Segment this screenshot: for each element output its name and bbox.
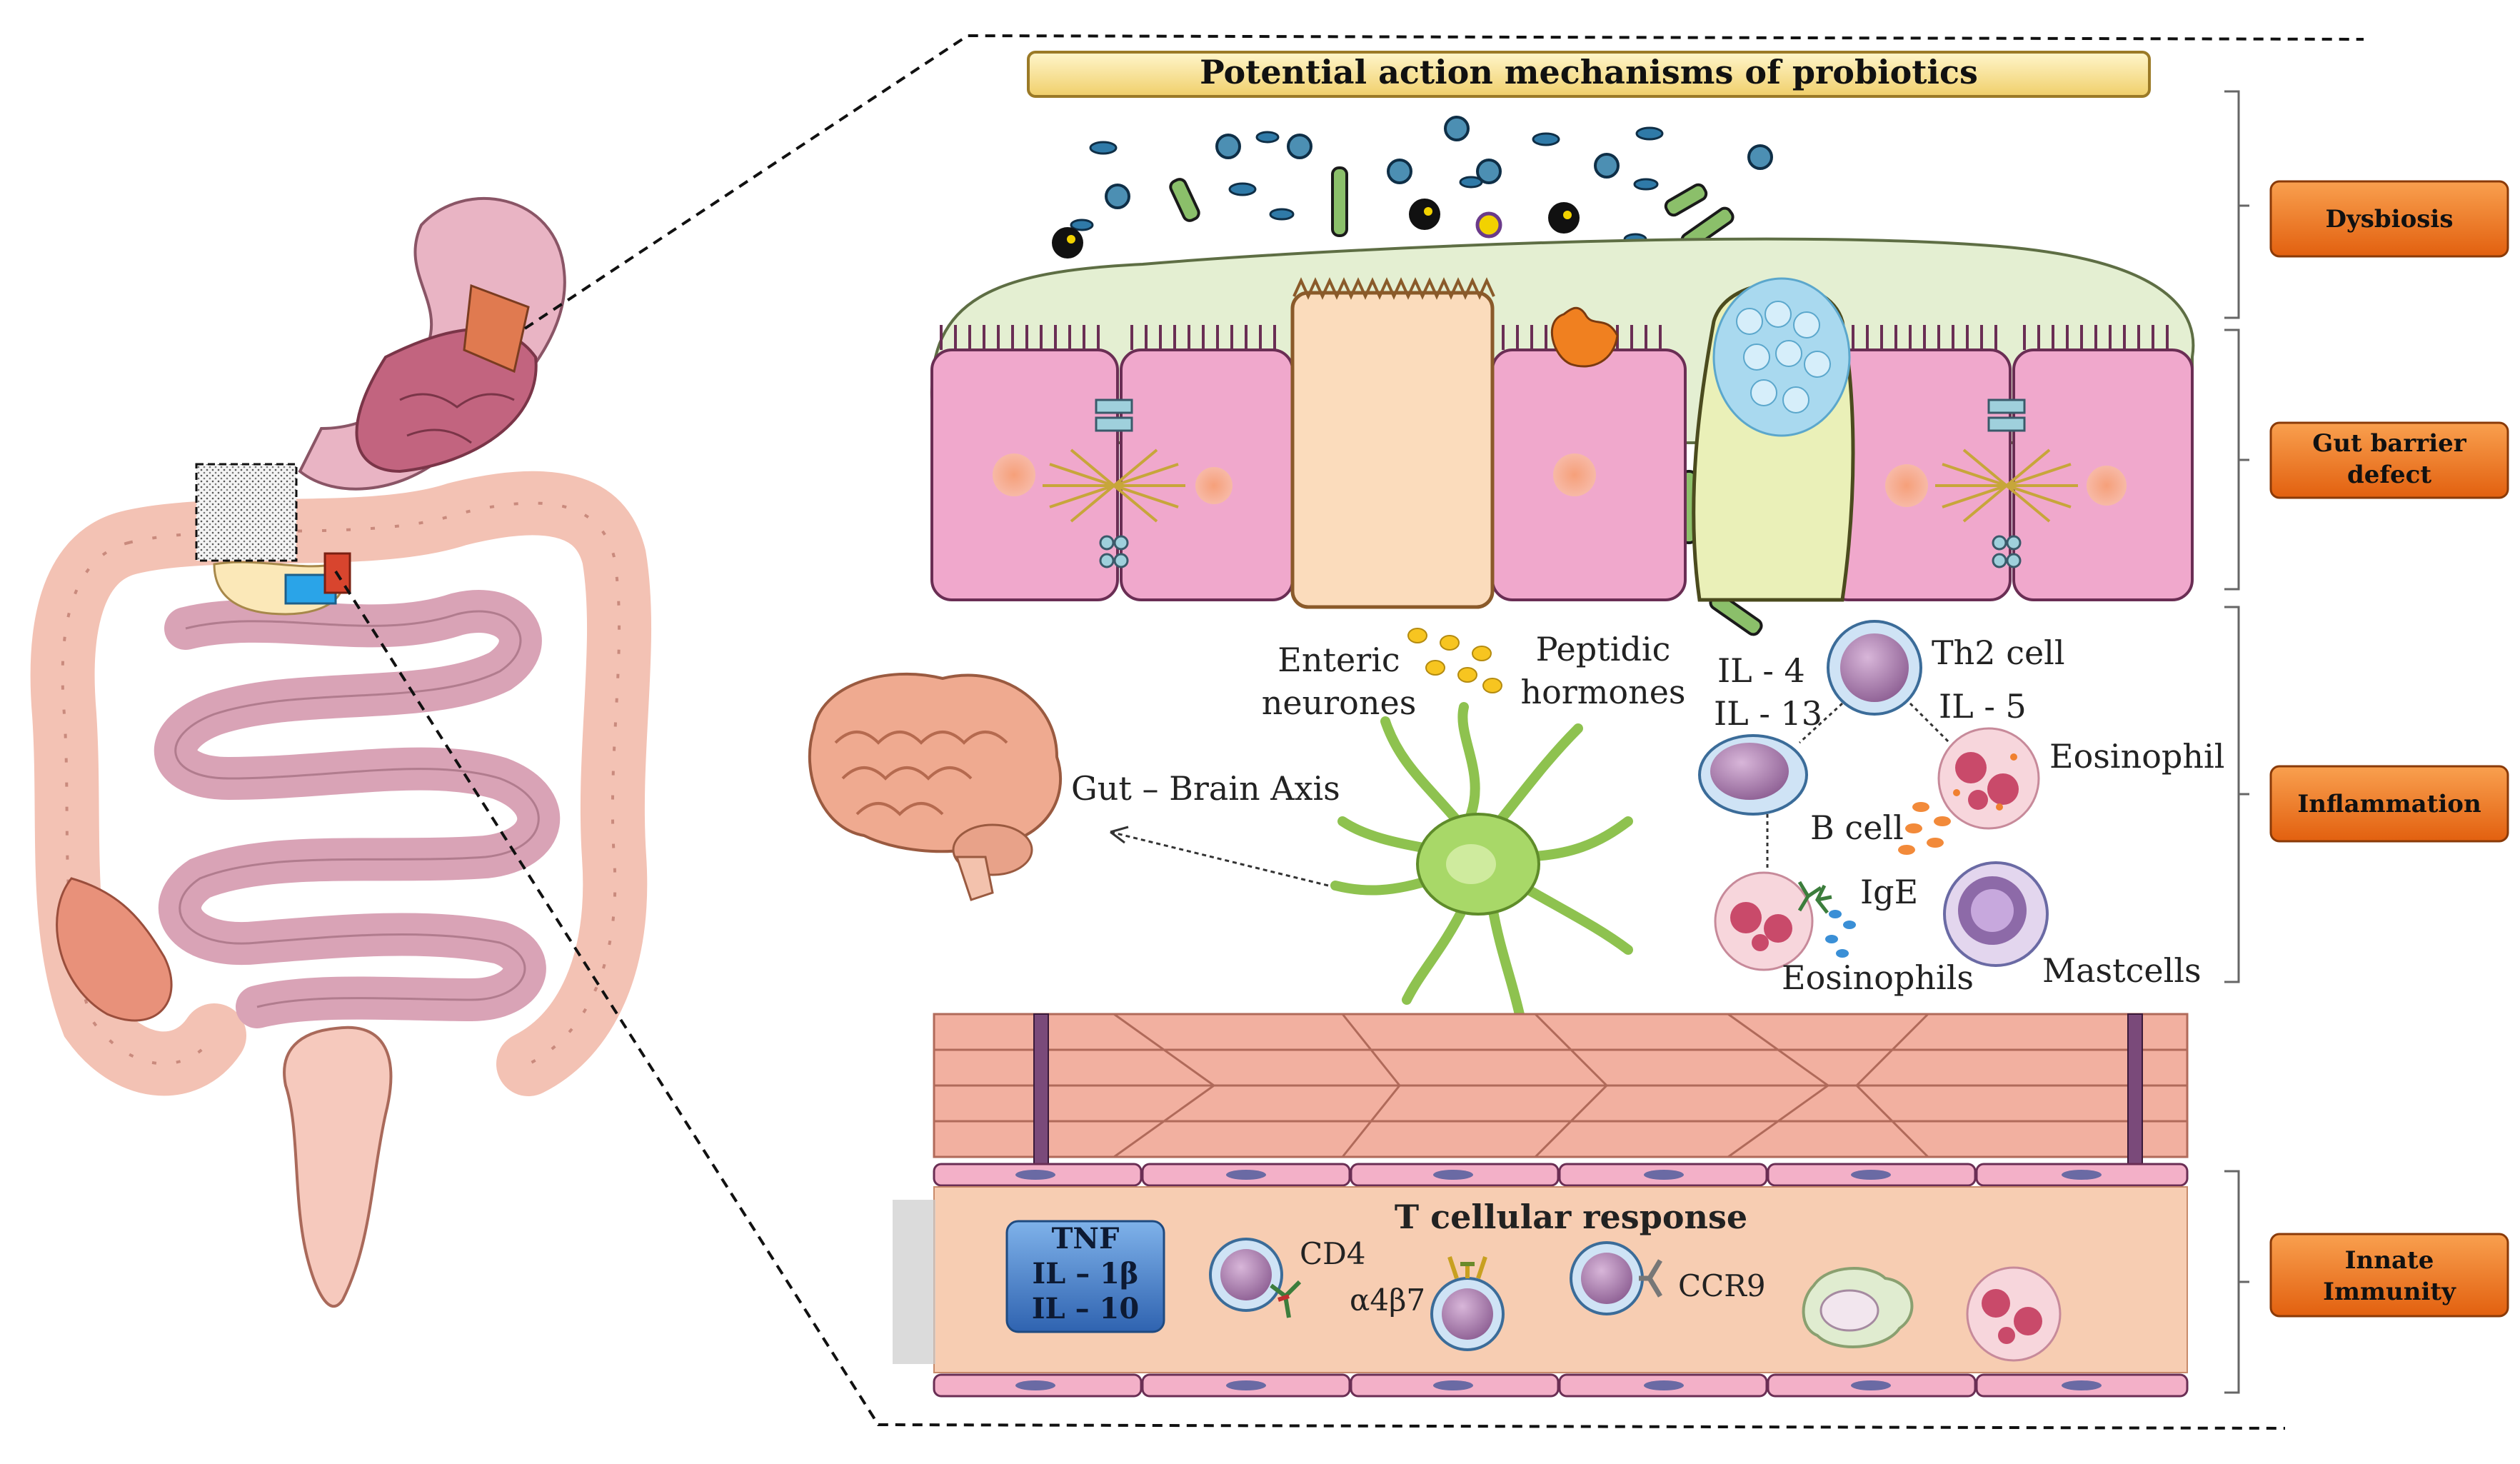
text-labels: Enteric neurones Peptidic hormones Gut –…	[1032, 630, 2225, 1325]
tag-gut-barrier-label-1: Gut barrier	[2312, 429, 2466, 458]
label-il5: IL - 5	[1939, 687, 2027, 726]
b-cell	[1698, 734, 1808, 816]
label-eosinophils: Eosinophils	[1782, 958, 1974, 997]
th2-arrows	[1766, 702, 1951, 871]
cecum	[56, 877, 173, 1022]
eosinophil-cell	[1937, 727, 2040, 830]
mastcell	[1943, 861, 2049, 967]
label-gut-brain-axis: Gut – Brain Axis	[1071, 769, 1340, 808]
label-il13: IL - 13	[1714, 694, 1822, 733]
label-cd4: CD4	[1300, 1236, 1366, 1271]
tag-gut-barrier-label-2: defect	[2347, 461, 2431, 489]
label-eosinophil: Eosinophil	[2049, 737, 2224, 776]
label-enteric-1: Enteric	[1277, 641, 1400, 679]
ccr9-t-cell	[1570, 1241, 1663, 1315]
label-th2: Th2 cell	[1932, 633, 2065, 672]
granules	[1898, 802, 1951, 855]
peptidic-hormone-dots	[1407, 628, 1502, 693]
label-ige: IgE	[1860, 873, 1918, 911]
digestive-tract-illustration	[30, 197, 651, 1308]
label-ccr9: CCR9	[1678, 1268, 1766, 1303]
tag-inflammation-label: Inflammation	[2297, 790, 2481, 818]
muscle-layer	[933, 1013, 2189, 1165]
label-il4: IL - 4	[1717, 651, 1805, 690]
label-cytokine-tnf: TNF	[1052, 1222, 1120, 1255]
tag-inflammation: Inflammation	[2269, 765, 2509, 843]
ige-antibodies	[1797, 881, 1832, 914]
cytokine-box	[1005, 1220, 1165, 1333]
eosinophils-cell	[1714, 871, 1814, 971]
label-peptidic-2: hormones	[1520, 673, 1685, 711]
label-peptidic-1: Peptidic	[1536, 630, 1671, 668]
tag-innate-label-2: Immunity	[2323, 1278, 2456, 1306]
label-cytokine-il10: IL – 10	[1032, 1292, 1139, 1325]
label-mastcells: Mastcells	[2042, 951, 2202, 990]
gut-brain-arrow	[1110, 831, 1329, 887]
a4b7-t-cell	[1430, 1256, 1505, 1351]
label-a4b7: α4β7	[1350, 1283, 1425, 1318]
label-b-cell: B cell	[1810, 808, 1904, 847]
label-t-cellular-response: T cellular response	[1395, 1198, 1747, 1236]
section-brackets	[2224, 90, 2249, 1394]
magnified-region-box	[195, 463, 298, 562]
title-text: Potential action mechanisms of probiotic…	[1200, 53, 1978, 91]
th2-cell	[1827, 620, 1922, 716]
endothelium-bottom	[933, 1373, 2189, 1398]
label-enteric-2: neurones	[1262, 683, 1417, 722]
esophagus-section	[463, 284, 530, 373]
enteroendocrine-cell	[1290, 291, 1495, 609]
tag-dysbiosis-label: Dysbiosis	[2326, 205, 2454, 234]
rectum	[283, 1026, 393, 1308]
brain-illustration	[808, 672, 1062, 901]
zoom-lines	[334, 34, 2364, 1430]
neutrophil	[1966, 1266, 2062, 1362]
label-cytokine-il1b: IL – 1β	[1032, 1257, 1138, 1290]
macrophage	[1802, 1267, 1914, 1348]
tag-dysbiosis: Dysbiosis	[2269, 180, 2509, 258]
tag-innate-label-1: Innate	[2345, 1246, 2434, 1275]
epithelium-layer	[930, 237, 2195, 609]
endothelium-top	[933, 1163, 2189, 1187]
small-intestine	[154, 590, 561, 1028]
title-banner: Potential action mechanisms of probiotic…	[1027, 51, 2151, 98]
ige-dots	[1825, 910, 1856, 958]
cd4-t-cell	[1209, 1238, 1302, 1318]
enteric-neuron	[1330, 702, 1633, 1026]
tag-gut-barrier-defect: Gut barrier defect	[2269, 421, 2509, 499]
tag-innate-immunity: Innate Immunity	[2269, 1233, 2509, 1318]
